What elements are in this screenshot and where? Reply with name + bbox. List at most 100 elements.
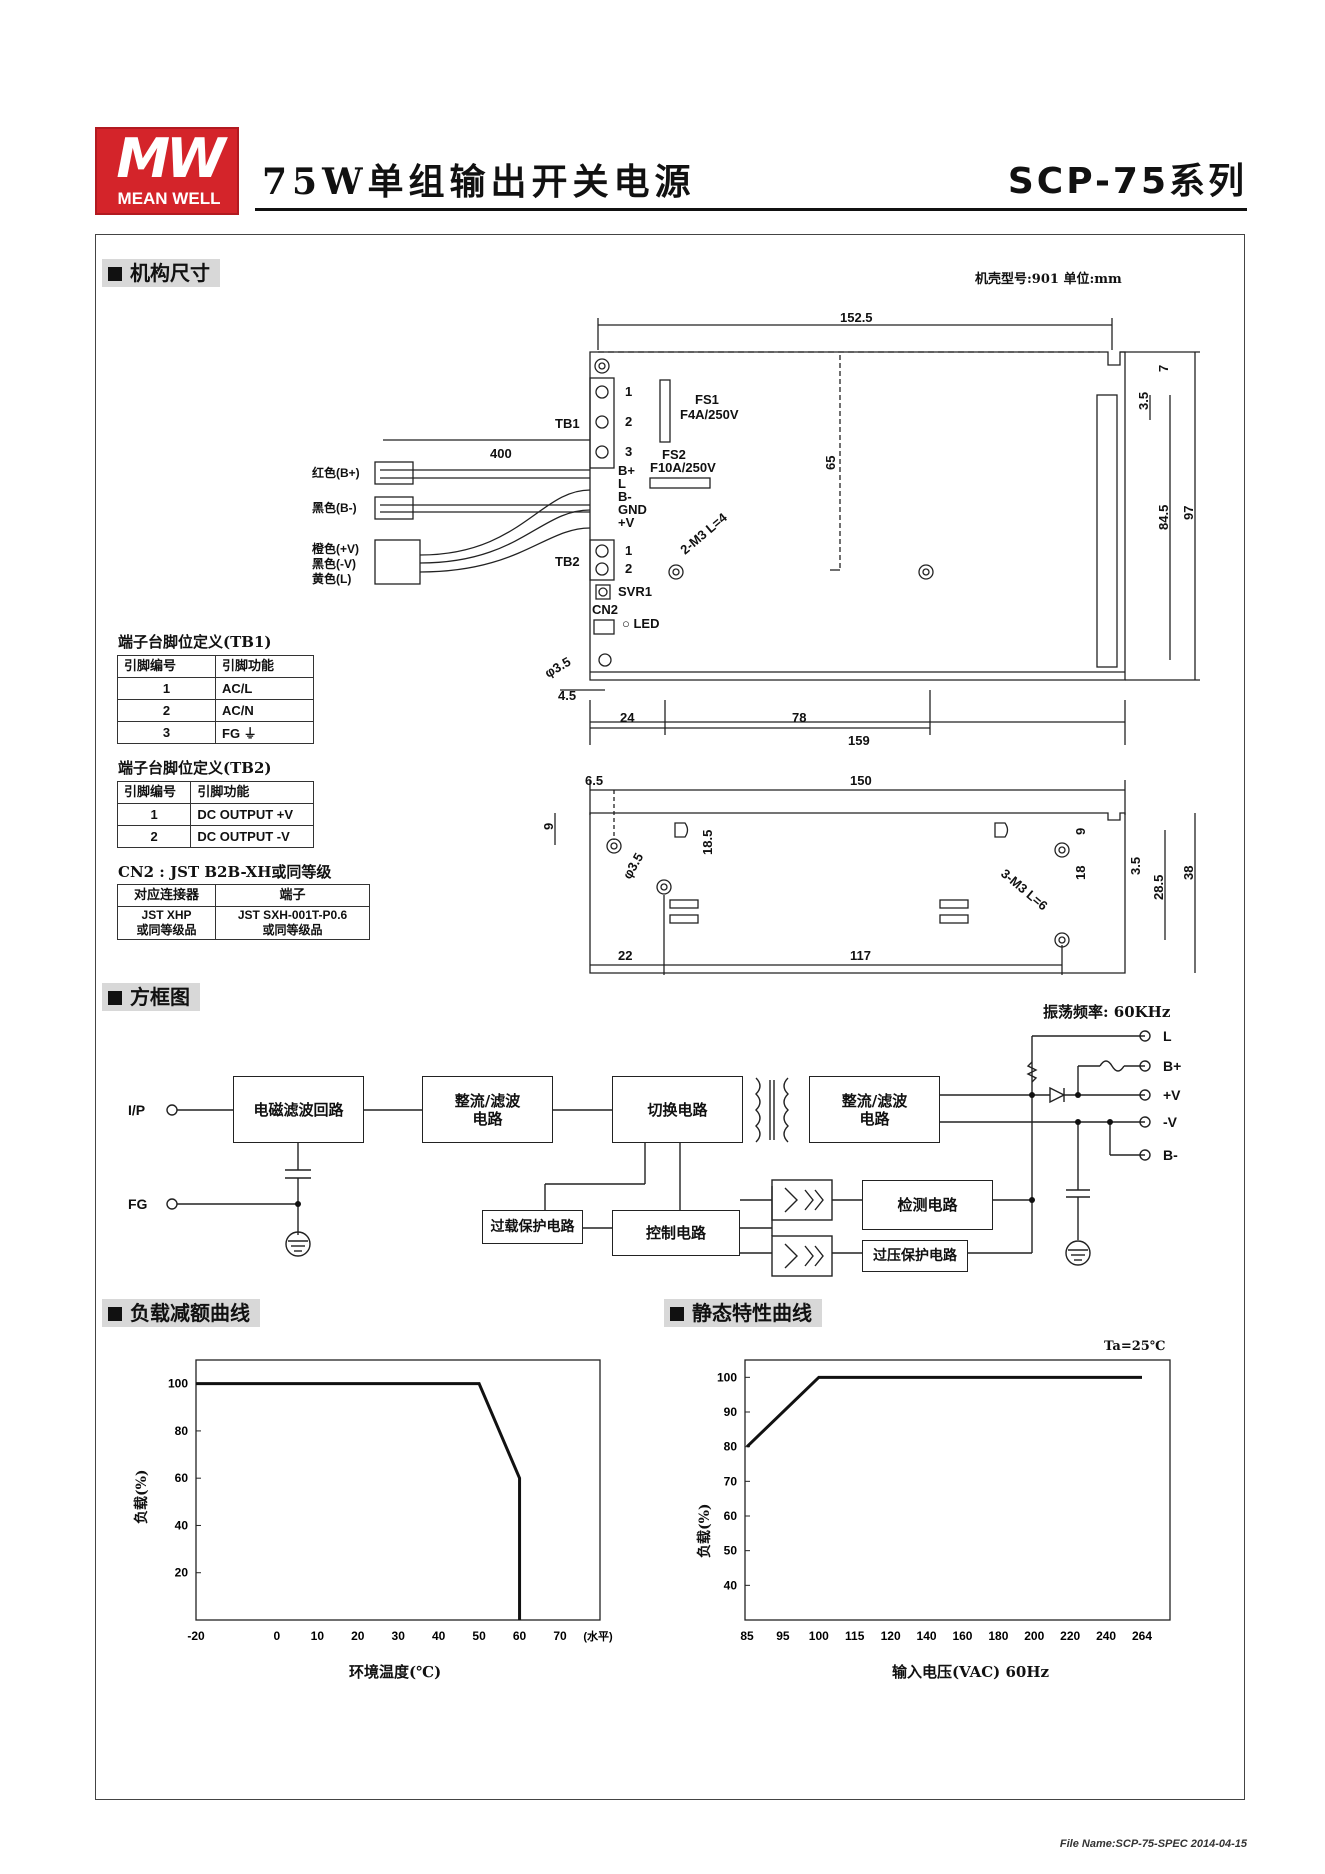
derating-ytick-label: 20 [175,1566,189,1580]
svg-text:97: 97 [1181,506,1196,520]
svg-text:FS1: FS1 [695,392,719,407]
section-bullet-icon [108,1307,122,1321]
static-xtick-label: 160 [952,1629,972,1643]
svg-text:38: 38 [1181,866,1196,880]
svg-text:7: 7 [1156,365,1171,372]
static-ytick-label: 50 [724,1544,738,1558]
static-xtick-label: 100 [809,1629,829,1643]
svg-text:65: 65 [823,456,838,470]
cn2-cell: JST XHP 或同等级品 [116,906,217,940]
oscillation-frequency: 振荡频率: 60KHz [1043,1003,1171,1021]
derating-xtick-label: -20 [187,1629,205,1643]
svg-text:橙色(+V): 橙色(+V) [312,541,359,556]
derating-ytick-label: 40 [175,1518,189,1532]
svg-text:22: 22 [618,948,632,963]
svg-text:3: 3 [625,444,632,459]
svg-text:F4A/250V: F4A/250V [680,407,739,422]
svg-text:红色(B+): 红色(B+) [312,465,360,480]
derating-ytick-label: 80 [175,1424,189,1438]
mean-well-logo: MW MEAN WELL [95,127,239,215]
derating-xtick-label: 60 [513,1629,527,1643]
derating-xtick-label: 20 [351,1629,365,1643]
svg-text:3-M3 L=6: 3-M3 L=6 [998,866,1051,913]
svg-text:9: 9 [541,823,556,830]
svg-text:CN2: CN2 [592,602,618,617]
static-xtick-label: 85 [740,1629,754,1643]
output-bminus-label: B- [1163,1147,1178,1163]
svg-text:TB1: TB1 [555,416,580,431]
svg-text:24: 24 [620,710,635,725]
series-name: SCP-75系列 [1007,161,1247,202]
svg-text:152.5: 152.5 [840,310,873,325]
logo-text: MEAN WELL [117,189,221,208]
derating-ytick-label: 100 [168,1377,188,1391]
static-xtick-label: 220 [1060,1629,1080,1643]
static-ytick-label: 60 [724,1509,738,1523]
svg-text:○ LED: ○ LED [622,616,659,631]
static-xtick-label: 264 [1132,1629,1152,1643]
static-xtick-label: 200 [1024,1629,1044,1643]
svg-text:FS2: FS2 [662,447,686,462]
section-static-curve: 静态特性曲线 [664,1299,822,1327]
svg-text:3.5: 3.5 [1136,392,1151,410]
block-emi-filter: 电磁滤波回路 [233,1076,364,1143]
title-rule [255,208,1247,211]
page-title: 75W单组输出开关电源 [262,161,696,203]
tb2-cell: DC OUTPUT +V [190,803,314,826]
content-frame [95,234,1245,1800]
block-control: 控制电路 [612,1210,740,1256]
svg-text:150: 150 [850,773,872,788]
block-diagram-wiring [166,1030,1151,1277]
svg-text:B-: B- [618,489,632,504]
derating-xunit-label: (水平) [583,1629,613,1643]
static-xtick-label: 180 [988,1629,1008,1643]
derating-xtick-label: 0 [274,1629,281,1643]
static-ytick-label: 70 [724,1474,738,1488]
derating-plot-frame [195,1359,601,1621]
footer-filename: File Name:SCP-75-SPEC 2014-04-15 [1059,1838,1247,1850]
svg-text:3.5: 3.5 [1128,857,1143,875]
tb1-cell: FG ⏚ [215,721,314,744]
static-ytick-label: 90 [724,1405,738,1419]
section-bullet-icon [670,1307,684,1321]
svg-text:9: 9 [1073,828,1088,835]
svg-text:+V: +V [618,515,635,530]
tb1-cell: 1 [117,677,216,700]
svg-text:2-M3 L=4: 2-M3 L=4 [677,509,730,557]
cn2-header-terminal: 端子 [215,884,370,907]
derating-xtick-label: 10 [311,1629,325,1643]
logo-mark: MW [116,127,225,190]
svg-text:2: 2 [625,561,632,576]
svg-text:SVR1: SVR1 [618,584,652,599]
tb2-cell: DC OUTPUT -V [190,825,314,848]
svg-text:1: 1 [625,384,632,399]
block-detection: 检测电路 [862,1180,993,1230]
svg-text:L: L [618,476,626,491]
cn2-cell: JST SXH-001T-P0.6 或同等级品 [215,906,370,940]
static-ytick-label: 80 [724,1440,738,1454]
output-l-label: L [1163,1028,1172,1044]
section-mechanical: 机构尺寸 [102,259,220,287]
tb2-table-title: 端子台脚位定义(TB2) [118,759,272,777]
section-bullet-icon [108,991,122,1005]
tb2-header-function: 引脚功能 [190,781,314,804]
static-xtick-label: 115 [845,1629,865,1643]
svg-text:28.5: 28.5 [1151,875,1166,900]
section-derating-curve: 负载减额曲线 [102,1299,260,1327]
svg-text:18: 18 [1073,866,1088,880]
cn2-header-connector: 对应连接器 [116,884,217,907]
svg-text:400: 400 [490,446,512,461]
mechanical-drawing: 152.5 400 65 84.5 97 7 3.5 24 78 159 4.5… [312,310,1200,975]
derating-xlabel: 环境温度(℃) [349,1663,442,1681]
output-vplus-label: +V [1163,1087,1181,1103]
svg-text:F10A/250V: F10A/250V [650,460,716,475]
svg-text:黑色(-V): 黑色(-V) [312,556,356,571]
svg-text:6.5: 6.5 [585,773,603,788]
derating-xtick-label: 40 [432,1629,446,1643]
input-fg-label: FG [128,1196,148,1212]
static-plot-frame [744,1359,1171,1621]
block-ovp: 过压保护电路 [862,1240,968,1272]
section-bullet-icon [108,267,122,281]
